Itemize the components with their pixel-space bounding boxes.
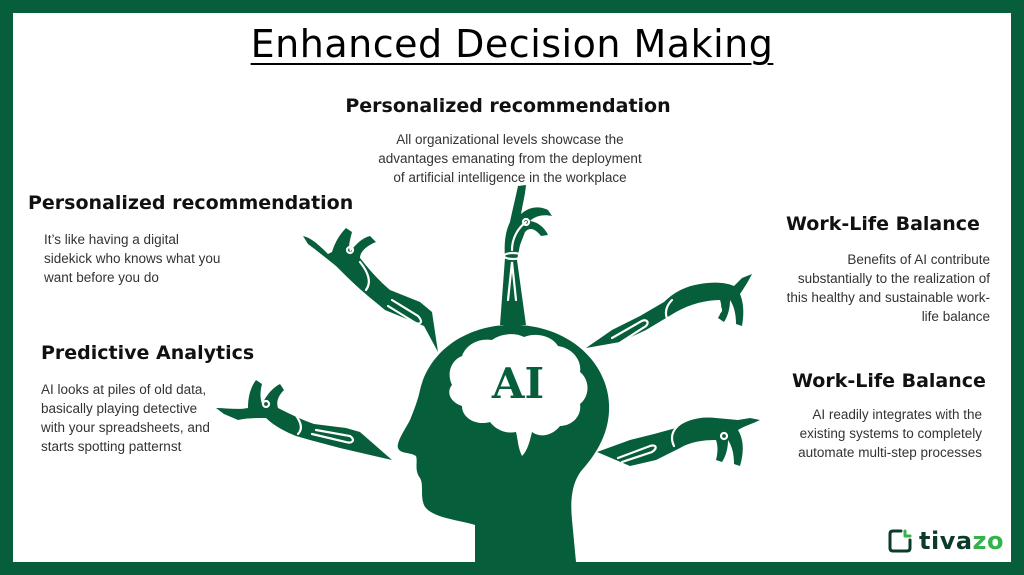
- logo-wordmark: tivazo: [919, 527, 1005, 555]
- section-body-lower-right: AI readily integrates with the existing …: [798, 407, 982, 460]
- robot-arm-left-icon: [216, 380, 392, 460]
- section-heading-upper-right: Work-Life Balance: [786, 213, 980, 235]
- brain-ai-label: AI: [491, 359, 544, 408]
- robot-arm-upper-right-icon: [586, 274, 752, 348]
- section-body-upper-right: Benefits of AI contribute substantially …: [786, 252, 990, 324]
- section-body-top: All organizational levels showcase the a…: [378, 132, 642, 185]
- brain-icon: [449, 334, 588, 456]
- section-body-lower-left: AI looks at piles of old data, basically…: [41, 382, 210, 454]
- section-body-upper-left: It’s like having a digital sidekick who …: [44, 232, 221, 285]
- robot-arm-upper-left-icon: [303, 228, 438, 352]
- tivazo-logo: tivazo: [887, 528, 1004, 554]
- section-heading-lower-right: Work-Life Balance: [792, 370, 986, 392]
- robot-arm-top-icon: [500, 185, 552, 325]
- tivazo-logo-icon: [888, 529, 912, 553]
- section-heading-top: Personalized recommendation: [345, 95, 671, 117]
- section-heading-upper-left: Personalized recommendation: [28, 192, 354, 214]
- section-heading-lower-left: Predictive Analytics: [41, 342, 255, 364]
- page-title: Enhanced Decision Making: [250, 22, 774, 66]
- robot-arm-lower-right-icon: [597, 417, 760, 466]
